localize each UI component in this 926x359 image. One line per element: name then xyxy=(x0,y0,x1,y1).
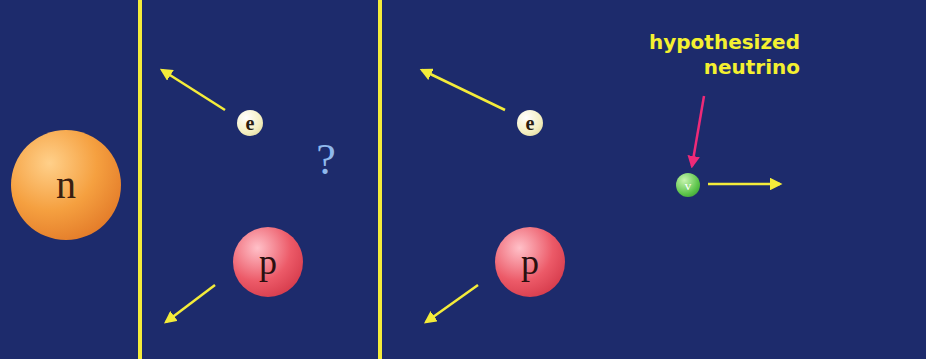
motion-arrow xyxy=(166,285,215,322)
particle-symbol: e xyxy=(246,113,255,133)
motion-arrow xyxy=(708,183,780,186)
motion-arrow xyxy=(426,285,478,322)
pointer-arrow xyxy=(692,96,704,166)
neutron-circle: n xyxy=(11,130,121,240)
electron-circle: e xyxy=(237,110,263,136)
divider-line xyxy=(378,0,382,359)
motion-arrow xyxy=(422,70,505,110)
particle-symbol: p xyxy=(521,244,539,280)
proton-circle: p xyxy=(495,227,565,297)
particle-symbol: v xyxy=(685,179,692,192)
motion-arrow xyxy=(162,70,225,110)
particle-symbol: e xyxy=(526,113,535,133)
electron-circle: e xyxy=(517,110,543,136)
annotation-label: hypothesized neutrino xyxy=(630,30,800,80)
divider-line xyxy=(138,0,142,359)
particle-symbol: n xyxy=(56,165,76,205)
question-mark: ? xyxy=(306,132,346,187)
proton-circle: p xyxy=(233,227,303,297)
neutrino-circle: v xyxy=(676,173,700,197)
particle-symbol: p xyxy=(259,244,277,280)
